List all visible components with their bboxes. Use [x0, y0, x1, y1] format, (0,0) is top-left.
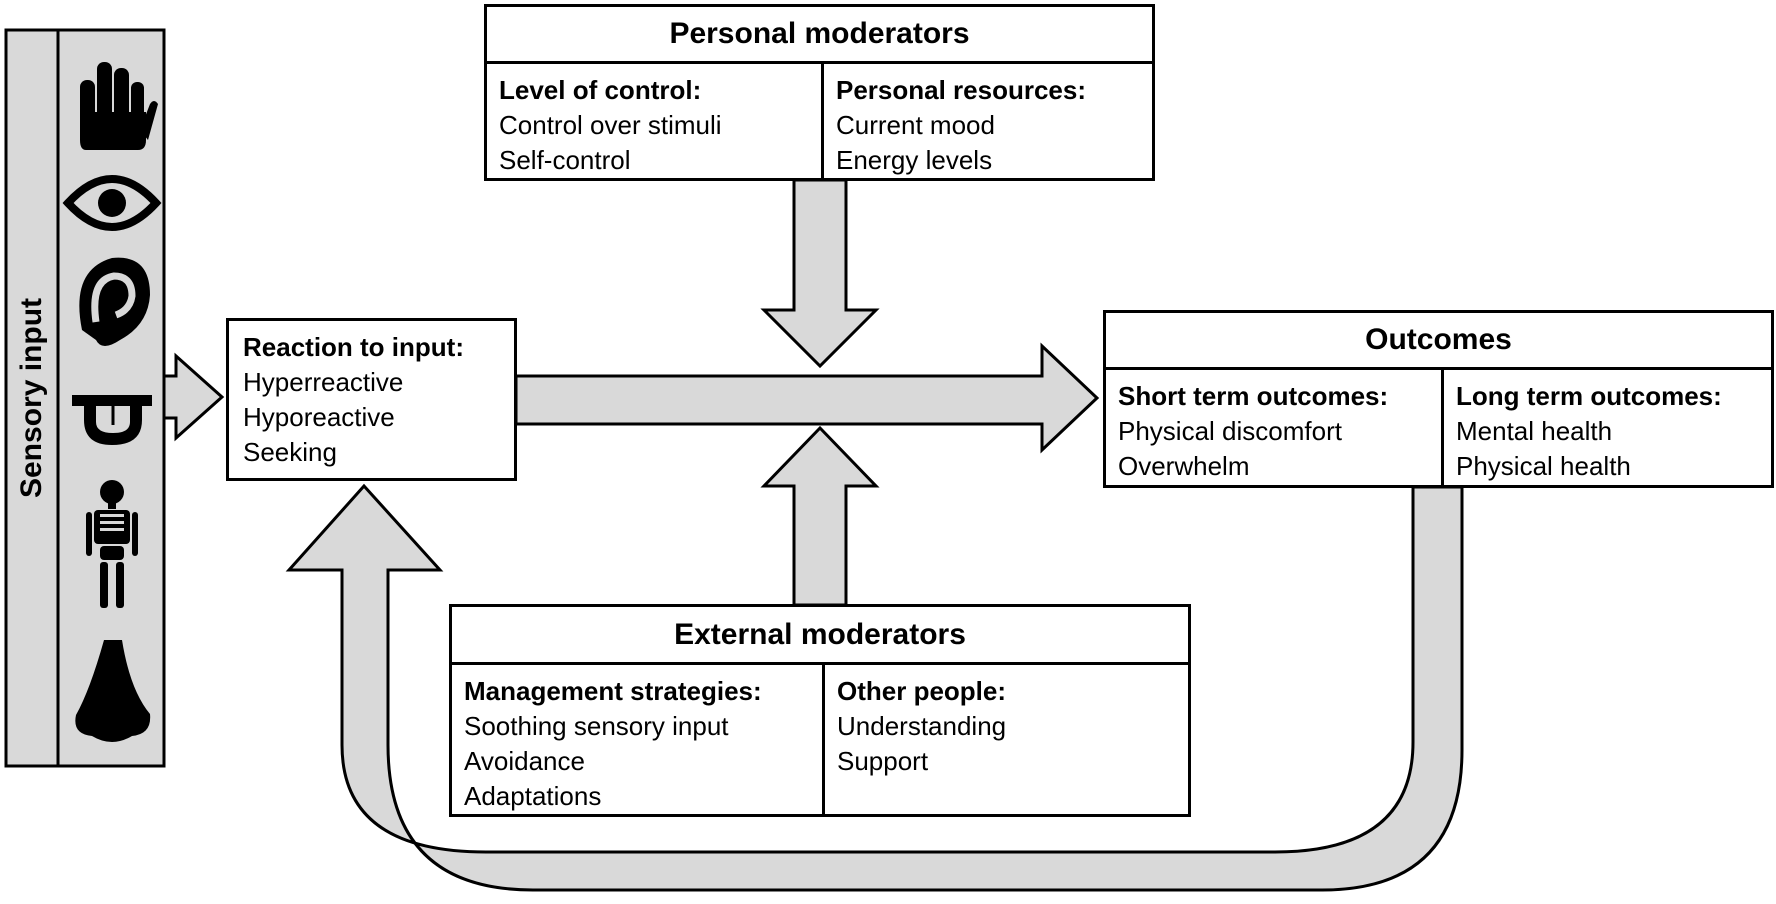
external-moderators-box: External moderators Management strategie… [449, 604, 1191, 817]
management-strategies-item: Soothing sensory input [464, 711, 729, 741]
other-people-title: Other people: [837, 676, 1007, 706]
main-arrow [514, 342, 1100, 454]
reaction-title: Reaction to input: [243, 332, 464, 362]
personal-moderators-box: Personal moderators Level of control: Co… [484, 4, 1155, 181]
management-strategies-item: Adaptations [464, 781, 602, 811]
outcomes-heading: Outcomes [1106, 313, 1771, 370]
management-strategies-item: Avoidance [464, 746, 585, 776]
other-people-item: Understanding [837, 711, 1007, 741]
level-of-control-column: Level of control: Control over stimuli S… [487, 64, 821, 181]
personal-moderators-heading-text: Personal moderators [669, 17, 970, 50]
level-of-control-item: Control over stimuli [499, 110, 722, 140]
management-strategies-title: Management strategies: [464, 676, 762, 706]
management-strategies-column: Management strategies: Soothing sensory … [452, 665, 822, 817]
long-term-outcomes-title: Long term outcomes: [1456, 381, 1722, 411]
external-moderators-heading-text: External moderators [674, 617, 966, 651]
outcomes-box: Outcomes Short term outcomes: Physical d… [1103, 310, 1774, 488]
level-of-control-title: Level of control: [499, 75, 702, 105]
skeleton-icon [86, 480, 138, 608]
short-term-outcomes-item: Physical discomfort [1118, 416, 1342, 446]
long-term-outcomes-item: Mental health [1456, 416, 1613, 446]
ear-icon [79, 257, 150, 346]
reaction-item: Hyporeactive [243, 402, 395, 432]
feedback-arrow [285, 483, 1464, 892]
reaction-item: Seeking [243, 437, 337, 467]
personal-moderators-arrow [760, 178, 880, 369]
tongue-icon [72, 395, 152, 445]
sensory-to-reaction-arrow [162, 352, 225, 442]
short-term-outcomes-column: Short term outcomes: Physical discomfort… [1106, 370, 1441, 488]
long-term-outcomes-column: Long term outcomes: Mental health Physic… [1441, 370, 1771, 488]
reaction-item: Hyperreactive [243, 367, 404, 397]
external-moderators-arrow [760, 425, 880, 607]
nose-icon [75, 640, 151, 742]
sensory-input-label: Sensory input [8, 30, 56, 766]
personal-resources-column: Personal resources: Current mood Energy … [821, 64, 1152, 181]
long-term-outcomes-item: Physical health [1456, 451, 1631, 481]
reaction-box: Reaction to input: Hyperreactive Hyporea… [226, 318, 517, 481]
short-term-outcomes-title: Short term outcomes: [1118, 381, 1389, 411]
sensory-input-text: Sensory input [15, 297, 48, 499]
outcomes-heading-text: Outcomes [1365, 323, 1512, 356]
short-term-outcomes-item: Overwhelm [1118, 451, 1250, 481]
personal-resources-item: Current mood [836, 110, 995, 140]
other-people-item: Support [837, 746, 929, 776]
level-of-control-item: Self-control [499, 145, 631, 175]
external-moderators-heading: External moderators [452, 607, 1188, 665]
personal-resources-item: Energy levels [836, 145, 993, 175]
personal-moderators-heading: Personal moderators [487, 7, 1152, 64]
other-people-column: Other people: Understanding Support [822, 665, 1188, 817]
hand-icon [80, 62, 158, 150]
personal-resources-title: Personal resources: [836, 75, 1087, 105]
eye-icon [62, 175, 162, 231]
